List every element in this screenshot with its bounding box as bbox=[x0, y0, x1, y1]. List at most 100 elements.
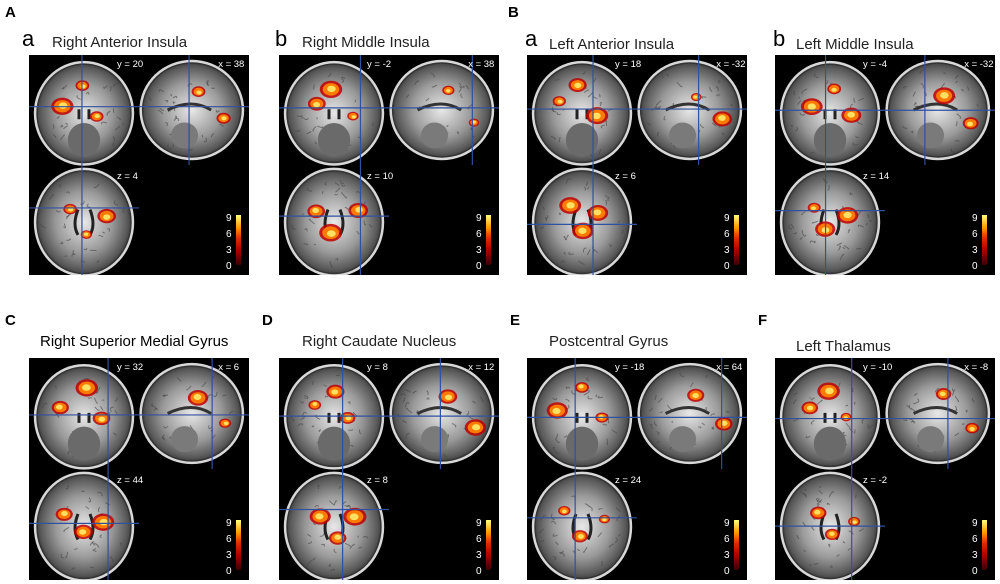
activation-blob bbox=[464, 419, 487, 436]
brain-axial-slice bbox=[531, 167, 633, 275]
activation-blob bbox=[63, 203, 77, 215]
panel-title: Right Superior Medial Gyrus bbox=[40, 333, 229, 350]
colorbar-tick: 6 bbox=[972, 534, 978, 545]
panel-title: Postcentral Gyrus bbox=[549, 333, 669, 350]
panel-title: Right Anterior Insula bbox=[52, 34, 188, 51]
colorbar-tick: 3 bbox=[724, 550, 730, 561]
panel-title: Left Anterior Insula bbox=[549, 36, 675, 53]
colorbar bbox=[982, 520, 987, 570]
activation-blob bbox=[933, 87, 956, 105]
activation-blob bbox=[51, 400, 69, 415]
activation-blob bbox=[586, 107, 609, 125]
activation-blob bbox=[438, 389, 458, 404]
coordinate-label: y = -18 bbox=[615, 362, 645, 373]
activation-blob bbox=[89, 111, 104, 122]
brain-sagittal-slice bbox=[139, 362, 245, 465]
brain-slice-svg bbox=[775, 358, 995, 580]
activation-blob bbox=[216, 112, 231, 124]
colorbar-tick: 3 bbox=[972, 245, 978, 256]
activation-blob bbox=[74, 524, 93, 540]
colorbar-tick: 9 bbox=[476, 213, 482, 224]
activation-blob bbox=[568, 78, 587, 93]
sub-label: b bbox=[773, 26, 786, 51]
activation-blob bbox=[836, 207, 859, 224]
coordinate-label: x = 64 bbox=[716, 362, 743, 373]
activation-blob bbox=[468, 118, 480, 127]
activation-blob bbox=[715, 417, 733, 431]
coordinate-label: y = 32 bbox=[117, 362, 144, 373]
colorbar-tick: 0 bbox=[226, 566, 232, 577]
coordinate-label: x = 12 bbox=[468, 362, 495, 373]
activation-blob bbox=[690, 92, 702, 102]
activation-blob bbox=[841, 107, 862, 123]
crosshair-lines bbox=[527, 55, 747, 275]
coordinate-label: x = 38 bbox=[468, 59, 495, 70]
colorbar-tick: 0 bbox=[724, 566, 730, 577]
sub-label: a bbox=[525, 26, 538, 51]
colorbar-tick: 3 bbox=[476, 245, 482, 256]
colorbar-tick: 9 bbox=[972, 213, 978, 224]
section-label-a: A bbox=[5, 4, 16, 21]
coordinate-label: z = 44 bbox=[117, 475, 144, 486]
section-label-e: E bbox=[510, 312, 521, 329]
activation-blob bbox=[319, 223, 343, 242]
crosshair-lines bbox=[775, 358, 995, 580]
crosshair-lines bbox=[279, 55, 499, 275]
activation-blob bbox=[827, 83, 842, 95]
brain-sagittal-slice bbox=[637, 59, 743, 161]
section-label-c: C bbox=[5, 312, 16, 329]
colorbar-tick: 3 bbox=[226, 550, 232, 561]
colorbar-tick: 0 bbox=[972, 261, 978, 272]
brain-sagittal-slice bbox=[139, 59, 245, 161]
activation-blob bbox=[801, 401, 819, 415]
activation-blob bbox=[80, 230, 92, 239]
activation-blob bbox=[307, 204, 326, 219]
panel-title: Right Middle Insula bbox=[302, 34, 430, 51]
coordinate-label: z = 14 bbox=[863, 171, 890, 182]
coordinate-label: y = 8 bbox=[367, 362, 388, 373]
coordinate-label: x = -32 bbox=[716, 59, 746, 70]
activation-blob bbox=[598, 514, 611, 524]
brain-slice-svg bbox=[279, 358, 499, 580]
activation-blob bbox=[824, 528, 840, 541]
activation-blob bbox=[546, 402, 568, 419]
colorbar bbox=[236, 520, 241, 570]
coordinate-label: x = 38 bbox=[218, 59, 245, 70]
colorbar bbox=[734, 520, 739, 570]
activation-blob bbox=[572, 222, 594, 240]
brain-sagittal-slice bbox=[389, 362, 495, 465]
brain-coronal-slice bbox=[283, 60, 385, 166]
coordinate-label: y = -2 bbox=[367, 59, 392, 70]
colorbar bbox=[236, 215, 241, 265]
colorbar bbox=[982, 215, 987, 265]
activation-blob bbox=[343, 507, 367, 526]
colorbar-tick: 3 bbox=[476, 550, 482, 561]
colorbar-tick: 9 bbox=[972, 518, 978, 529]
section-label-f: F bbox=[758, 312, 768, 329]
colorbar bbox=[734, 215, 739, 265]
activation-blob bbox=[575, 382, 589, 393]
coordinate-label: y = -10 bbox=[863, 362, 893, 373]
activation-blob bbox=[187, 390, 209, 406]
colorbar-tick: 0 bbox=[972, 566, 978, 577]
activation-blob bbox=[347, 111, 359, 121]
activation-blob bbox=[442, 85, 455, 96]
colorbar-tick: 6 bbox=[226, 229, 232, 240]
coordinate-label: y = 18 bbox=[615, 59, 642, 70]
brain-coronal-slice bbox=[779, 363, 881, 470]
brain-slice-svg bbox=[279, 55, 499, 275]
crosshair-lines bbox=[279, 358, 499, 580]
colorbar-tick: 9 bbox=[724, 213, 730, 224]
activation-blob bbox=[309, 508, 331, 525]
activation-blob bbox=[319, 80, 343, 98]
colorbar-tick: 3 bbox=[724, 245, 730, 256]
coordinate-label: z = 24 bbox=[615, 475, 642, 486]
brain-slice-svg bbox=[527, 55, 747, 275]
activation-blob bbox=[75, 379, 99, 397]
